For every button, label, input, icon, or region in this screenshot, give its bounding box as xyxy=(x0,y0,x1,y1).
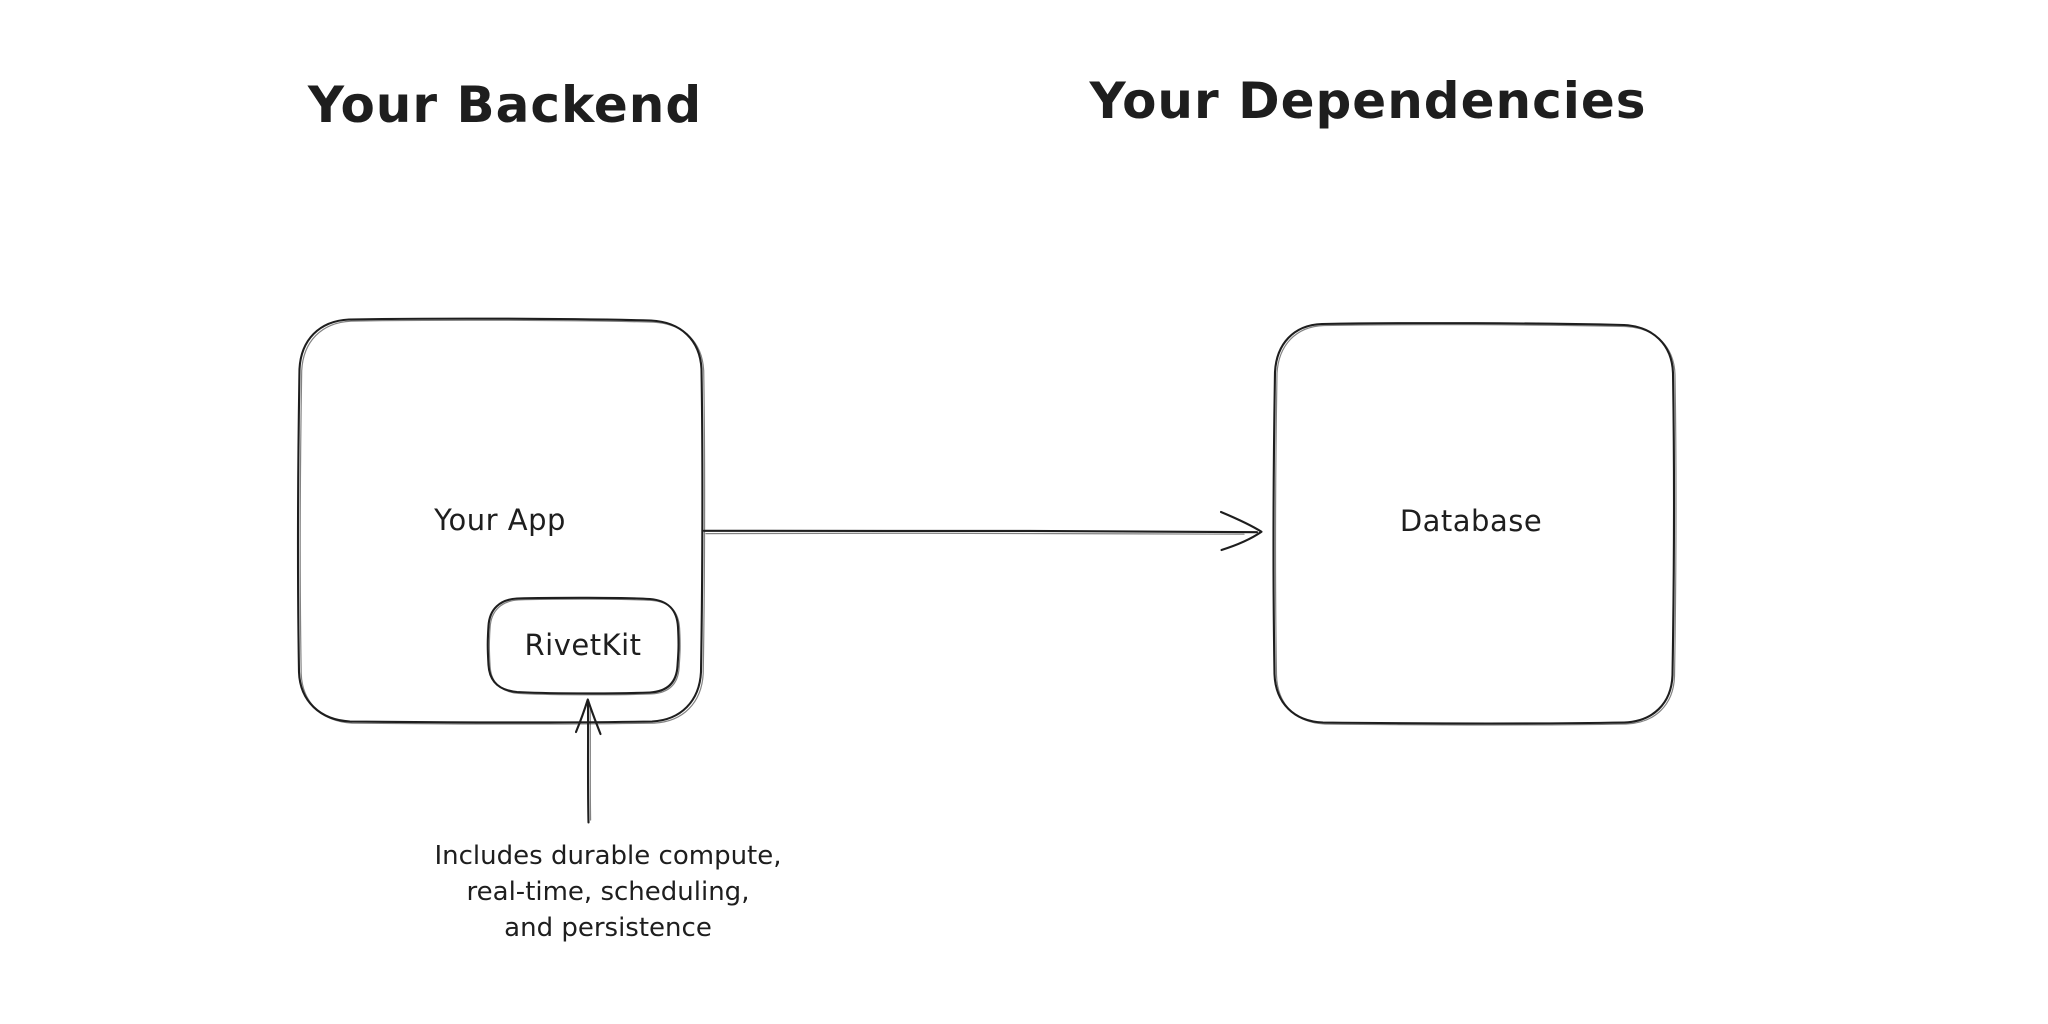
right-heading: Your Dependencies xyxy=(1089,72,1647,130)
annotation-text: Includes durable compute, real-time, sch… xyxy=(434,838,781,946)
database-box xyxy=(1272,322,1677,726)
database-label: Database xyxy=(1399,504,1543,538)
annotation-line: real-time, scheduling, xyxy=(466,877,750,907)
rivetkit-box xyxy=(486,596,681,696)
your-app-box xyxy=(297,317,706,725)
rivetkit-label: RivetKit xyxy=(524,628,642,662)
annotation-line: and persistence xyxy=(504,913,712,943)
annotation-line: Includes durable compute, xyxy=(434,841,782,871)
your-app-label: Your App xyxy=(434,503,566,537)
left-heading: Your Backend xyxy=(307,76,703,134)
annotation-arrow xyxy=(574,698,602,824)
app-to-database-arrow xyxy=(702,510,1263,552)
